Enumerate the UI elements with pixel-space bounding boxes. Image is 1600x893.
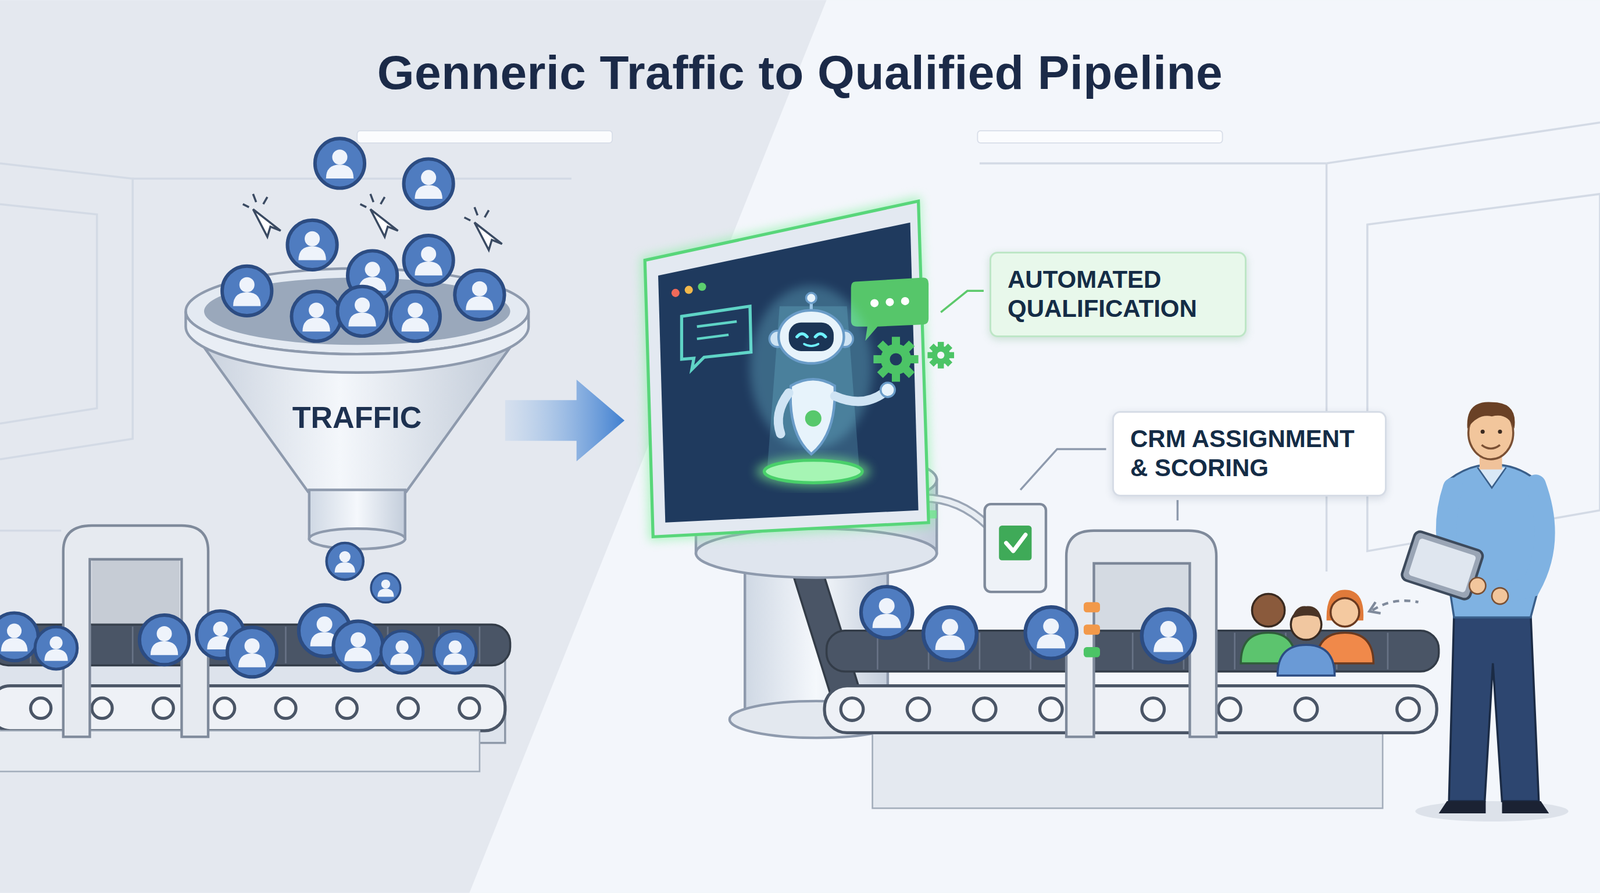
callout-box: AUTOMATED QUALIFICATION bbox=[989, 251, 1247, 338]
node-label: CRM ASSIGNMENT & SCORING bbox=[1130, 424, 1369, 484]
funnel bbox=[185, 138, 529, 603]
left-conveyor bbox=[0, 525, 511, 772]
diagram-title: Genneric Traffic to Qualified Pipeline bbox=[0, 45, 1600, 100]
right-conveyor bbox=[824, 530, 1439, 809]
node-label: TRAFFIC bbox=[292, 400, 422, 435]
sales-person bbox=[1400, 401, 1569, 822]
callout-box: CRM ASSIGNMENT & SCORING bbox=[1112, 411, 1387, 497]
node-label: AUTOMATED QUALIFICATION bbox=[1007, 265, 1229, 324]
funnel-label-node: TRAFFIC bbox=[286, 396, 428, 439]
flow-arrow bbox=[505, 379, 625, 462]
